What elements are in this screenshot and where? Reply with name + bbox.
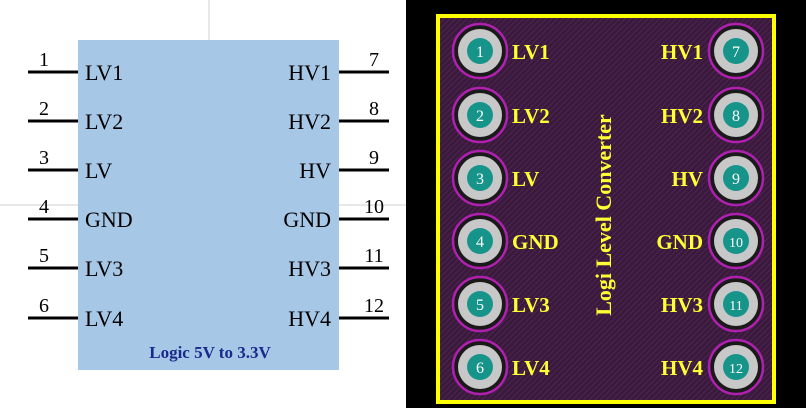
pad-5: 5 LV3	[451, 275, 550, 333]
pad-hole	[723, 165, 749, 191]
pad-name: GND	[512, 230, 559, 254]
pad-name: LV2	[512, 104, 550, 128]
pin-name: LV3	[85, 256, 123, 281]
pad-number: 3	[476, 171, 484, 188]
pin-name: GND	[283, 207, 331, 232]
pad-name: HV4	[661, 356, 704, 380]
pad-hole	[467, 354, 493, 380]
pad-name: HV1	[661, 40, 703, 64]
pad-number: 6	[476, 360, 484, 377]
component-body	[78, 40, 339, 370]
right-pad-group: 7 HV1 8 HV2 9 HV 10 GND 11 HV3 12 HV4	[656, 22, 765, 396]
pin-number: 10	[364, 196, 384, 218]
pad-hole	[467, 165, 493, 191]
pin-name: LV4	[85, 306, 123, 331]
pad-hole	[467, 102, 493, 128]
pad-name: LV4	[512, 356, 550, 380]
pad-name: LV3	[512, 293, 550, 317]
pin-name: HV2	[288, 109, 331, 134]
pad-name: LV1	[512, 40, 550, 64]
pin-number: 5	[39, 245, 49, 267]
pin-name: GND	[85, 207, 133, 232]
pad-number: 7	[732, 44, 740, 61]
pin-number: 1	[39, 49, 49, 71]
pad-hole	[723, 228, 749, 254]
pad-number: 11	[729, 299, 742, 314]
pad-9: 9 HV	[672, 149, 765, 207]
pad-8: 8 HV2	[661, 86, 765, 144]
pad-hole	[723, 354, 749, 380]
pin-name: HV3	[288, 256, 331, 281]
pad-number: 1	[476, 44, 484, 61]
pin-number: 7	[369, 49, 379, 71]
pad-hole	[467, 291, 493, 317]
pin-name: HV1	[288, 60, 331, 85]
pin-number: 8	[369, 98, 379, 120]
pin-number: 2	[39, 98, 49, 120]
pin-name: HV4	[288, 306, 331, 331]
board-label: Logi Level Converter	[591, 114, 616, 316]
pad-hole	[467, 38, 493, 64]
pin-number: 4	[39, 196, 49, 218]
pad-6: 6 LV4	[451, 338, 550, 396]
pad-12: 12 HV4	[661, 338, 765, 396]
pad-name: HV3	[661, 293, 703, 317]
pad-hole	[467, 228, 493, 254]
pad-number: 9	[732, 171, 740, 188]
pin-number: 3	[39, 147, 49, 169]
pad-number: 12	[729, 362, 743, 377]
pad-7: 7 HV1	[661, 22, 765, 80]
pad-number: 4	[476, 234, 484, 251]
pad-10: 10 GND	[656, 212, 765, 270]
pad-hole	[723, 38, 749, 64]
pin-number: 9	[369, 147, 379, 169]
component-label: Logic 5V to 3.3V	[149, 343, 271, 362]
pad-2: 2 LV2	[451, 86, 550, 144]
pad-number: 2	[476, 108, 484, 125]
pcb-board-outline	[436, 14, 776, 404]
pin-name: LV	[85, 158, 112, 183]
pad-name: HV	[672, 167, 704, 191]
pad-name: HV2	[661, 104, 703, 128]
pad-name: LV	[512, 167, 539, 191]
pin-number: 11	[364, 245, 383, 267]
pin-name: LV1	[85, 60, 123, 85]
pad-hole	[723, 291, 749, 317]
pad-4: 4 GND	[451, 212, 559, 270]
pad-hole	[723, 102, 749, 128]
pad-number: 8	[732, 108, 740, 125]
pin-name: LV2	[85, 109, 123, 134]
pad-3: 3 LV	[451, 149, 539, 207]
pin-9: 9HV	[299, 147, 389, 183]
pin-number: 12	[364, 295, 384, 317]
pad-1: 1 LV1	[451, 22, 550, 80]
pad-number: 5	[476, 297, 484, 314]
pin-number: 6	[39, 295, 49, 317]
pad-number: 10	[729, 236, 743, 251]
pad-11: 11 HV3	[661, 275, 765, 333]
pad-name: GND	[656, 230, 703, 254]
pin-name: HV	[299, 158, 331, 183]
